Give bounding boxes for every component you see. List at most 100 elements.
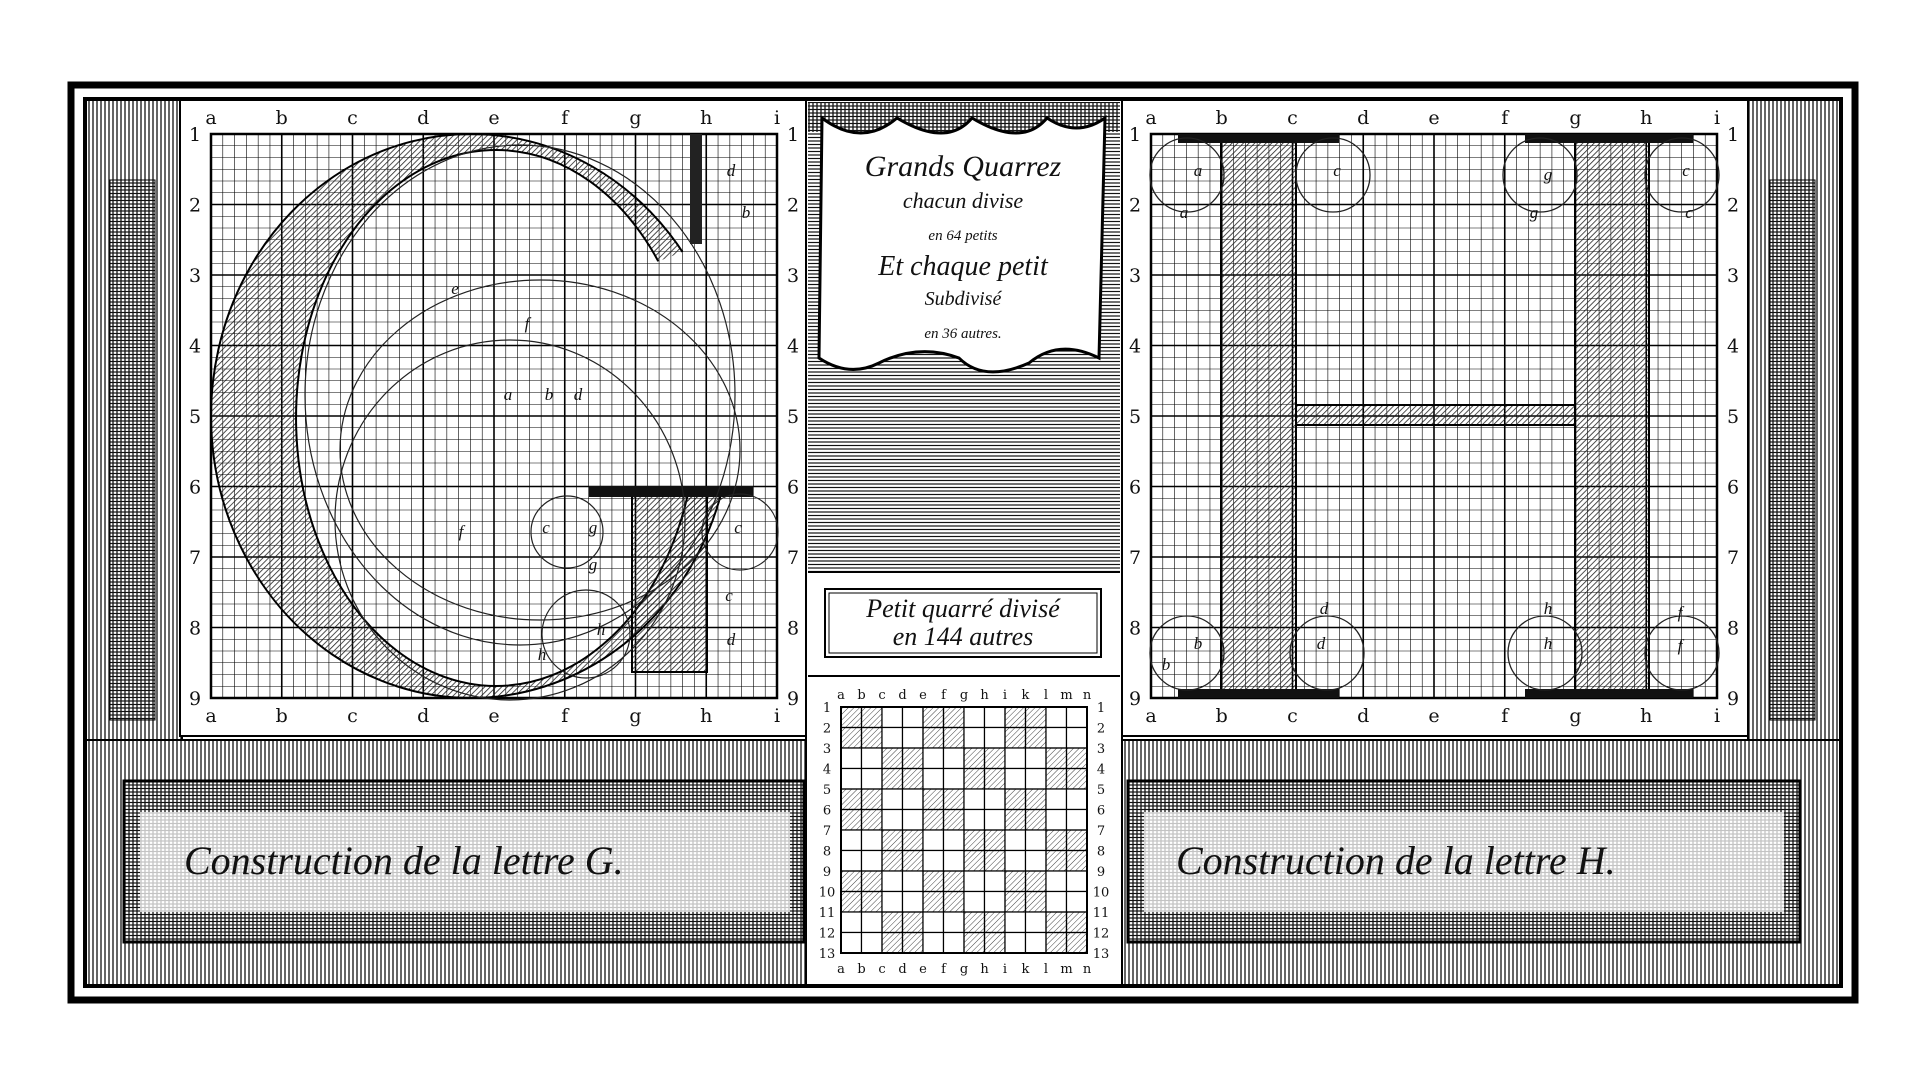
g-row-label: 6 <box>787 477 799 499</box>
shaded-cell <box>901 911 924 934</box>
h-row-label: 5 <box>1129 406 1141 428</box>
construction-point-label: d <box>574 385 583 404</box>
shaded-cell <box>881 767 904 790</box>
cell <box>840 767 863 790</box>
small-row-label: 13 <box>1093 947 1110 962</box>
g-col-label: g <box>629 107 641 129</box>
construction-point-label: d <box>727 161 736 180</box>
g-row-label: 2 <box>787 195 799 217</box>
petit-line-1: Petit quarré divisé <box>865 594 1061 623</box>
shaded-cell <box>983 849 1006 872</box>
label-construction-g: Construction de la lettre G. <box>184 838 624 883</box>
small-row-label: 6 <box>1097 804 1105 819</box>
small-col-label: a <box>837 688 845 703</box>
shaded-cell <box>922 808 945 831</box>
construction-point-label: g <box>589 555 598 574</box>
h-col-label: e <box>1428 705 1439 727</box>
small-col-label: f <box>941 688 947 703</box>
cell <box>1065 808 1088 831</box>
small-col-label: h <box>980 688 989 703</box>
small-col-label: e <box>919 962 927 977</box>
cell <box>1024 747 1047 770</box>
shaded-cell <box>1024 706 1047 729</box>
shaded-cell <box>1065 767 1088 790</box>
shaded-cell <box>922 726 945 749</box>
g-col-label: h <box>700 705 712 727</box>
cell <box>963 788 986 811</box>
h-col-label: i <box>1714 107 1720 129</box>
g-row-label: 7 <box>787 547 799 569</box>
cell <box>983 890 1006 913</box>
shaded-cell <box>1024 726 1047 749</box>
cell <box>840 911 863 934</box>
shaded-cell <box>983 829 1006 852</box>
construction-point-label: d <box>1317 634 1326 653</box>
g-col-label: b <box>276 107 288 129</box>
g-row-label: 5 <box>787 406 799 428</box>
construction-point-label: a <box>1180 203 1189 222</box>
construction-point-label: d <box>727 630 736 649</box>
shaded-cell <box>1004 890 1027 913</box>
construction-point-label: g <box>1544 165 1553 184</box>
cell <box>1004 931 1027 954</box>
cell <box>1004 767 1027 790</box>
g-row-label: 9 <box>189 688 201 710</box>
shaded-cell <box>963 747 986 770</box>
shaded-cell <box>942 808 965 831</box>
cell <box>963 706 986 729</box>
shaded-cell <box>922 706 945 729</box>
g-col-label: a <box>205 107 216 129</box>
g-row-label: 3 <box>189 265 201 287</box>
cell <box>963 726 986 749</box>
construction-point-label: h <box>1544 599 1553 618</box>
g-col-label: b <box>276 705 288 727</box>
h-col-label: c <box>1287 107 1298 129</box>
cell <box>1024 911 1047 934</box>
shaded-cell <box>1004 808 1027 831</box>
g-col-label: g <box>629 705 641 727</box>
g-row-label: 8 <box>189 618 201 640</box>
shaded-cell <box>1065 829 1088 852</box>
small-row-label: 11 <box>819 906 836 921</box>
h-row-label: 6 <box>1129 477 1141 499</box>
small-row-label: 12 <box>1093 927 1110 942</box>
shaded-cell <box>881 931 904 954</box>
small-row-label: 2 <box>1097 722 1105 737</box>
g-col-label: c <box>347 705 358 727</box>
small-col-label: a <box>837 962 845 977</box>
cell <box>922 767 945 790</box>
g-col-label: e <box>488 705 499 727</box>
construction-point-label: h <box>597 620 606 639</box>
small-row-label: 13 <box>819 947 836 962</box>
shaded-cell <box>840 726 863 749</box>
cell <box>942 767 965 790</box>
construction-point-label: b <box>1194 634 1203 653</box>
construction-point-label: h <box>538 645 547 664</box>
cell <box>860 767 883 790</box>
small-row-label: 5 <box>1097 783 1105 798</box>
small-col-label: b <box>857 962 865 977</box>
cell <box>860 911 883 934</box>
cell <box>840 829 863 852</box>
shaded-cell <box>881 849 904 872</box>
small-row-label: 8 <box>1097 845 1105 860</box>
petit-box <box>824 588 1102 658</box>
cell <box>901 870 924 893</box>
shaded-cell <box>942 870 965 893</box>
g-row-label: 4 <box>787 336 799 358</box>
h-col-label: b <box>1216 705 1228 727</box>
cell <box>1024 849 1047 872</box>
construction-point-label: c <box>1685 203 1693 222</box>
h-row-label: 8 <box>1129 618 1141 640</box>
small-col-label: g <box>960 688 968 703</box>
cell <box>901 890 924 913</box>
shaded-cell <box>840 808 863 831</box>
construction-point-label: b <box>545 385 554 404</box>
shaded-cell <box>1045 849 1068 872</box>
g-col-label: a <box>205 705 216 727</box>
small-col-label: d <box>898 962 906 977</box>
cell <box>983 870 1006 893</box>
